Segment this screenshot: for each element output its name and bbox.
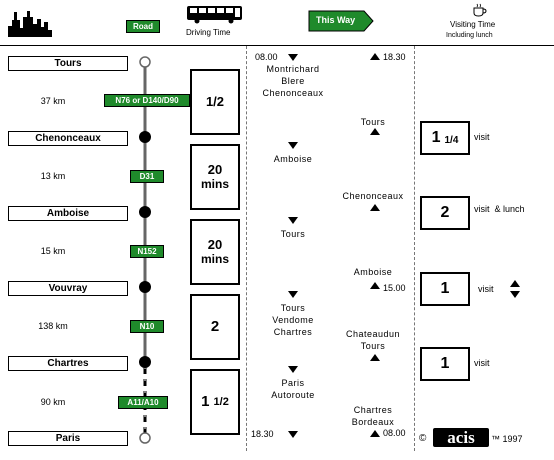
return-mid-time: 15.00 <box>383 283 406 293</box>
driving-time-value: 20 <box>207 236 223 252</box>
driving-time-box: 1 1/2 <box>190 369 240 435</box>
outbound-stop: Montrichard Blere Chenonceaux <box>262 64 324 98</box>
up-arrow-icon <box>370 204 380 211</box>
city-label-vouvray: Vouvray <box>8 281 128 296</box>
leg-distance: 37 km <box>40 96 66 106</box>
city-label-paris: Paris <box>8 431 128 446</box>
trademark-year: ™ 1997 <box>491 434 523 444</box>
coffee-cup-icon <box>473 3 487 17</box>
visit-duration-box: 2 <box>420 196 470 230</box>
visiting-time-subheader: Including lunch <box>446 32 493 39</box>
driving-time-value: 20 <box>207 161 223 177</box>
visit-duration-box: 1 <box>420 272 470 306</box>
leg-distance: 138 km <box>38 321 68 331</box>
return-stop: Chenonceaux <box>342 191 404 201</box>
driving-time-value: 2 <box>210 318 220 336</box>
return-start-time: 08.00 <box>383 428 406 438</box>
driving-time-unit: mins <box>200 251 229 266</box>
road-badge: N76 or D140/D90 <box>104 94 190 107</box>
down-arrow-icon <box>288 142 298 149</box>
driving-time-box: 2 <box>190 294 240 360</box>
road-badge: N10 <box>130 320 164 333</box>
column-divider <box>246 46 247 451</box>
down-arrow-icon <box>288 217 298 224</box>
city-label-tours: Tours <box>8 56 128 71</box>
driving-time-fraction: 1/2 <box>213 395 229 408</box>
driving-time-box: 20 mins <box>190 144 240 210</box>
city-label-amboise: Amboise <box>8 206 128 221</box>
leg-distance: 13 km <box>40 171 66 181</box>
visiting-time-header: Visiting Time <box>450 20 496 29</box>
leg-distance: 15 km <box>40 246 66 256</box>
leg-distance: 90 km <box>40 397 66 407</box>
road-legend-badge: Road <box>126 20 160 33</box>
visit-duration-value: 2 <box>440 204 450 221</box>
city-skyline-icon <box>8 11 52 37</box>
visit-duration-box: 1 1/4 <box>420 121 470 155</box>
visit-duration-value: 1 <box>440 280 450 297</box>
up-arrow-icon <box>370 53 380 60</box>
header-divider <box>0 45 554 46</box>
road-badge: N152 <box>130 245 164 258</box>
return-stop: Chartres Bordeaux <box>351 405 395 427</box>
return-end-time: 18.30 <box>383 52 406 62</box>
return-stop: Tours <box>360 117 386 127</box>
outbound-stop: Paris Autoroute <box>271 378 315 400</box>
scroll-down-icon <box>510 291 520 298</box>
bus-icon <box>187 6 242 24</box>
this-way-label: This Way <box>316 15 356 25</box>
return-stop: Chateaudun Tours <box>345 329 401 351</box>
route-line <box>139 56 151 444</box>
down-arrow-icon <box>288 431 298 438</box>
visit-duration-value: 1 <box>431 129 441 146</box>
driving-time-box: 1/2 <box>190 69 240 135</box>
copyright-symbol: © <box>419 433 427 444</box>
visit-label: visit <box>478 284 494 294</box>
visit-duration-value: 1 <box>440 355 450 372</box>
visit-duration-fraction: 1/4 <box>444 134 459 146</box>
driving-time-box: 20 mins <box>190 219 240 285</box>
up-arrow-icon <box>370 282 380 289</box>
road-badge: A11/A10 <box>118 396 168 409</box>
driving-time-unit: mins <box>200 176 229 191</box>
up-arrow-icon <box>370 354 380 361</box>
acis-logo: acis <box>433 428 489 447</box>
city-label-chartres: Chartres <box>8 356 128 371</box>
visit-duration-box: 1 <box>420 347 470 381</box>
down-arrow-icon <box>288 54 298 61</box>
road-badge: D31 <box>130 170 164 183</box>
driving-time-header: Driving Time <box>186 28 231 37</box>
outbound-start-time: 08.00 <box>255 52 278 62</box>
up-arrow-icon <box>370 430 380 437</box>
up-arrow-icon <box>370 128 380 135</box>
city-label-chenonceaux: Chenonceaux <box>8 131 128 146</box>
return-stop: Amboise <box>353 267 393 277</box>
scroll-up-icon <box>510 280 520 287</box>
down-arrow-icon <box>288 366 298 373</box>
visit-label: visit <box>474 358 490 368</box>
outbound-stop: Tours Vendome Chartres <box>272 303 314 337</box>
outbound-end-time: 18.30 <box>251 429 274 439</box>
outbound-stop: Tours <box>280 229 306 239</box>
visit-label: visit <box>474 132 490 142</box>
driving-time-value: 1/2 <box>205 93 225 109</box>
down-arrow-icon <box>288 291 298 298</box>
column-divider <box>414 46 415 451</box>
driving-time-value: 1 <box>201 393 210 411</box>
outbound-stop: Amboise <box>273 154 313 164</box>
visit-label: visit & lunch <box>474 204 525 214</box>
